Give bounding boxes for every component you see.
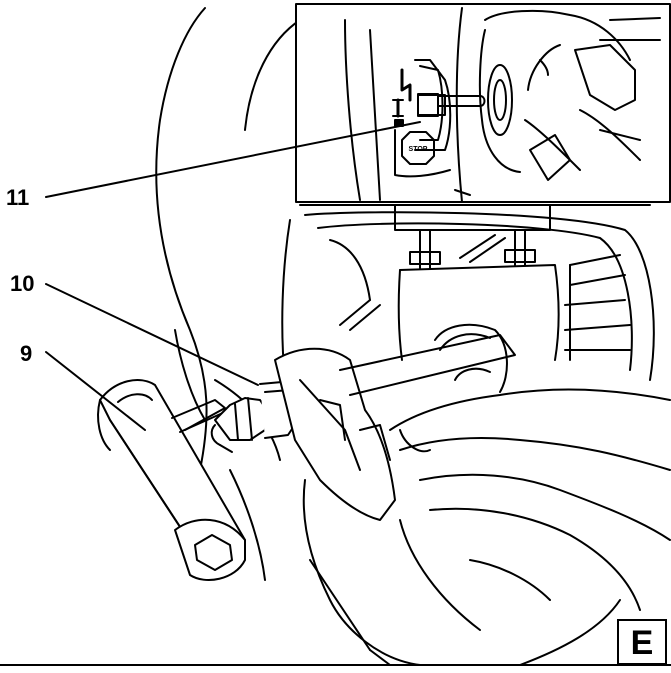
figure-letter-box: E (617, 619, 667, 665)
plug-spanner-tool (97, 379, 246, 581)
callout-11: 11 (6, 185, 30, 210)
spark-plug (210, 381, 299, 453)
figure-letter: E (630, 624, 654, 662)
leader-line-9 (45, 351, 146, 431)
leader-lines (45, 121, 421, 431)
hand-with-wrench (274, 334, 671, 666)
leader-line-10 (45, 283, 259, 386)
callout-9: 9 (20, 341, 33, 366)
leader-line-11 (45, 121, 421, 198)
stop-switch-label: STOP (409, 146, 428, 153)
callout-10: 10 (10, 271, 35, 296)
inset-stop-switch-detail (295, 3, 671, 203)
